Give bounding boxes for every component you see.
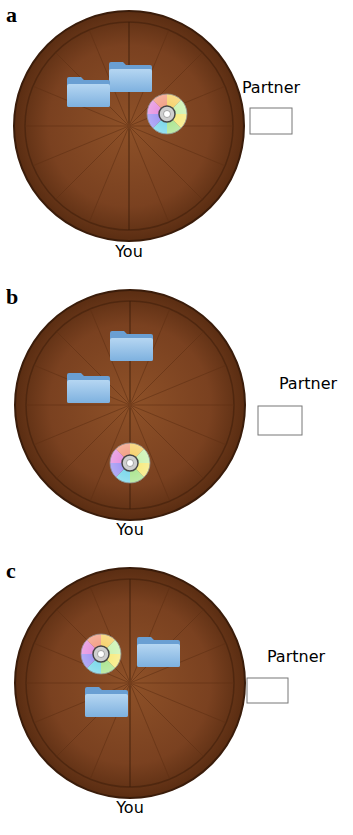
- folder-icon: [110, 331, 153, 361]
- cd-icon: [110, 443, 150, 483]
- cd-icon: [147, 94, 187, 134]
- partner-label: Partner: [267, 647, 325, 666]
- partner-label: Partner: [242, 78, 300, 97]
- cd-icon: [81, 634, 121, 674]
- folder-icon: [85, 687, 128, 717]
- you-label: You: [116, 520, 144, 539]
- folder-icon: [109, 62, 152, 92]
- folder-icon: [137, 637, 180, 667]
- partner-box: [258, 406, 302, 435]
- round-table: [15, 290, 245, 520]
- you-label: You: [116, 798, 144, 817]
- partner-box: [247, 678, 288, 703]
- folder-icon: [67, 373, 110, 403]
- partner-box: [250, 108, 292, 134]
- round-table: [15, 568, 245, 798]
- panel-letter: b: [6, 284, 18, 310]
- panel-letter: c: [6, 558, 16, 584]
- folder-icon: [67, 77, 110, 107]
- you-label: You: [115, 242, 143, 261]
- round-table: [14, 11, 244, 241]
- partner-label: Partner: [279, 374, 337, 393]
- panel-letter: a: [6, 2, 17, 28]
